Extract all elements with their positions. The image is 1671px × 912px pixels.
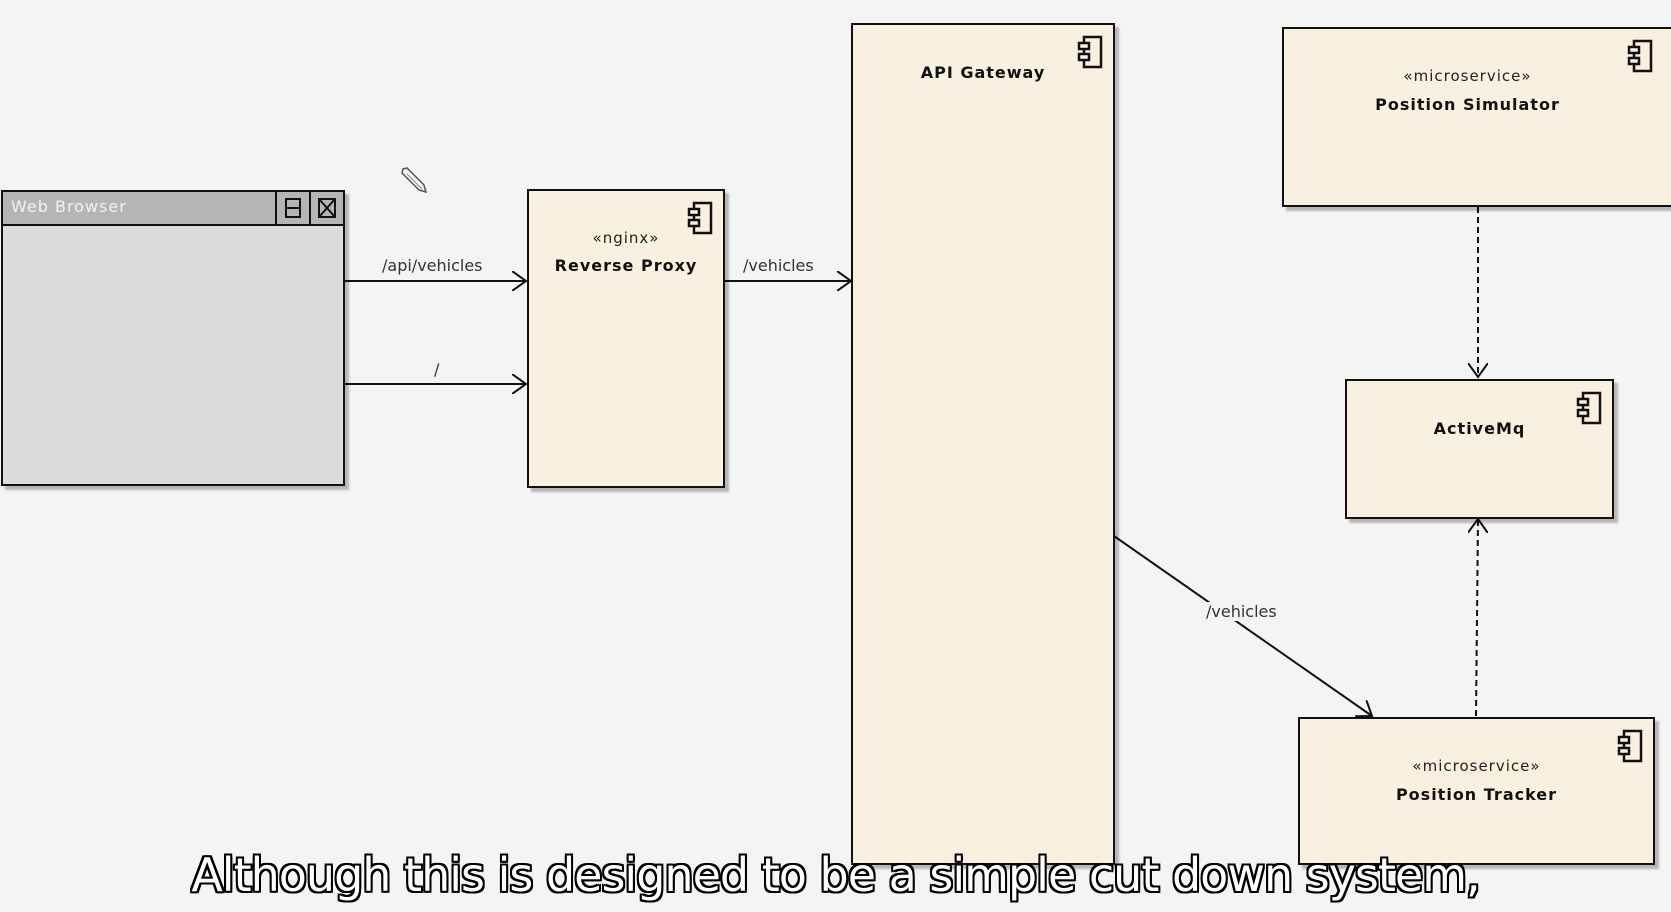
- edge-label-api-vehicles: /api/vehicles: [380, 256, 485, 275]
- component-icon: [1077, 35, 1103, 69]
- browser-title: Web Browser: [11, 197, 127, 216]
- position-tracker-component[interactable]: «microservice» Position Tracker: [1298, 717, 1655, 865]
- pencil-cursor-icon: [401, 167, 428, 194]
- edge-tracker-activemq[interactable]: [1476, 519, 1478, 717]
- reverse-proxy-name: Reverse Proxy: [554, 256, 698, 275]
- edge-gateway-tracker[interactable]: [1113, 535, 1372, 716]
- edge-label-proxy-vehicles: /vehicles: [741, 256, 816, 275]
- position-tracker-name: Position Tracker: [1395, 785, 1558, 804]
- video-subtitle: Although this is designed to be a simple…: [191, 848, 1480, 902]
- api-gateway-name: API Gateway: [920, 63, 1046, 82]
- edge-label-gateway-vehicles: /vehicles: [1204, 602, 1279, 621]
- position-simulator-component[interactable]: «microservice» Position Simulator: [1282, 27, 1671, 207]
- position-simulator-stereotype: «microservice»: [1403, 67, 1532, 85]
- maximize-icon[interactable]: [275, 192, 309, 224]
- browser-titlebar: Web Browser: [3, 192, 343, 226]
- web-browser-window[interactable]: Web Browser: [1, 190, 345, 486]
- component-icon: [1627, 39, 1653, 73]
- activemq-name: ActiveMq: [1433, 419, 1526, 438]
- api-gateway-component[interactable]: API Gateway: [851, 23, 1115, 865]
- reverse-proxy-component[interactable]: «nginx» Reverse Proxy: [527, 189, 725, 488]
- position-tracker-stereotype: «microservice»: [1412, 757, 1541, 775]
- edge-label-root: /: [432, 360, 442, 379]
- close-icon[interactable]: [309, 192, 343, 224]
- component-icon: [687, 201, 713, 235]
- position-simulator-name: Position Simulator: [1375, 95, 1560, 114]
- component-icon: [1617, 729, 1643, 763]
- component-icon: [1576, 391, 1602, 425]
- reverse-proxy-stereotype: «nginx»: [592, 229, 660, 247]
- activemq-component[interactable]: ActiveMq: [1345, 379, 1614, 519]
